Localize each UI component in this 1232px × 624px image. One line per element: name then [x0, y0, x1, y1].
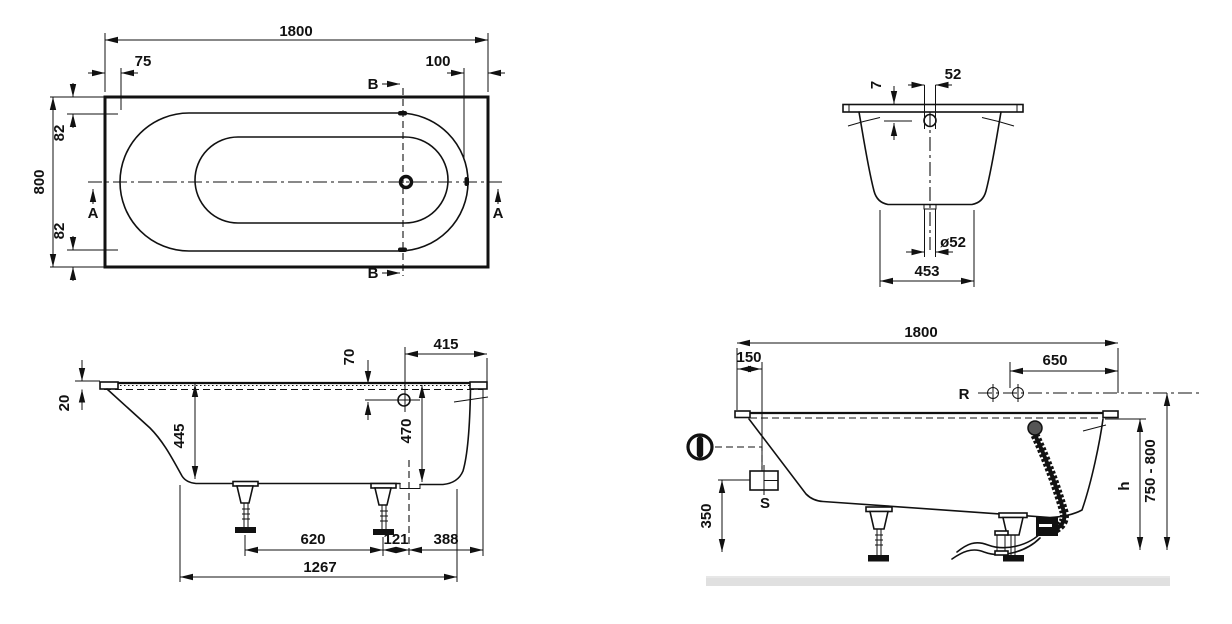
tub-profile	[106, 388, 472, 486]
waste-assembly	[951, 420, 1069, 560]
dim-base-length: 1267	[303, 559, 336, 576]
dim-rim-height: 20	[56, 395, 73, 412]
end-labels: 52 7 ø52 453	[868, 66, 966, 280]
install-cap-left	[734, 410, 751, 419]
rim-cap-left	[99, 381, 119, 390]
plan-labels: 1800 75 100 800 82 82 B B A A	[31, 23, 504, 282]
dim-install-length: 1800	[904, 324, 937, 341]
dim-plan-width: 800	[31, 169, 48, 194]
section-cut-ticks	[398, 111, 469, 252]
side-extension-lines	[75, 347, 488, 582]
floor-shadow	[706, 578, 1170, 586]
rim-cap-right	[469, 381, 488, 390]
side-feet	[232, 480, 397, 535]
section-a-label-left: A	[88, 205, 99, 222]
section-b-label-top: B	[368, 76, 379, 93]
side-section-view: 415 70 20 445 470 620 121 388 1267	[56, 336, 489, 582]
install-dimensions	[718, 339, 1171, 552]
dim-drain-dia: ø52	[940, 234, 966, 251]
rim-end-caps	[848, 104, 1018, 112]
dim-supply-height: 350	[698, 503, 715, 528]
plan-extension-lines	[50, 33, 489, 268]
wall-tick	[453, 396, 489, 403]
dim-rim-lip: 7	[868, 81, 885, 89]
plan-view: 1800 75 100 800 82 82 B B A A	[31, 23, 505, 282]
dim-plan-inset-left: 75	[135, 53, 152, 70]
dim-plan-length: 1800	[279, 23, 312, 40]
corrugated-hose	[1030, 433, 1069, 536]
tap-rail-label: R	[959, 386, 970, 403]
dim-bottom-width: 453	[914, 263, 939, 280]
section-b-label-bottom: B	[368, 265, 379, 282]
install-cap-right	[1102, 410, 1119, 419]
dim-overflow-drop: 70	[341, 349, 358, 366]
dim-overflow-height: 470	[398, 418, 415, 443]
dim-drain-to-end: 388	[433, 531, 458, 548]
dim-deck-right: 415	[433, 336, 458, 353]
waste-pipe-upper	[956, 530, 1044, 553]
dim-plan-inset-right: 100	[425, 53, 450, 70]
height-symbol-label: h	[1116, 481, 1133, 490]
plan-dimensions	[49, 36, 505, 281]
section-a-label-right: A	[493, 205, 504, 222]
dim-foot-to-drain: 121	[383, 531, 408, 548]
dim-plan-edge-bottom: 82	[51, 223, 68, 240]
end-dimensions	[880, 81, 974, 285]
dim-feet-span: 620	[300, 531, 325, 548]
side-labels: 415 70 20 445 470 620 121 388 1267	[56, 336, 459, 576]
tub-bottom-edge	[194, 136, 449, 224]
overflow-knob-icon	[1027, 420, 1043, 436]
supply-label: S	[760, 495, 770, 512]
supply-valve	[686, 433, 779, 495]
dim-tap-span: 650	[1042, 352, 1067, 369]
tub-section-outline	[858, 111, 1002, 206]
dim-install-height-range: 750 - 800	[1142, 439, 1159, 502]
end-section-view: 52 7 ø52 453	[842, 66, 1024, 287]
install-labels: 1800 150 650 R S 350 h 750 - 800	[698, 324, 1159, 529]
side-dimensions	[78, 350, 487, 581]
waste-pipe-lower	[951, 537, 1041, 560]
rim-bar	[842, 103, 1024, 113]
drain-recess	[399, 483, 421, 489]
installation-view: 1800 150 650 R S 350 h 750 - 800	[686, 324, 1200, 586]
dim-supply-inset: 150	[736, 349, 761, 366]
rim-transition-arcs	[847, 117, 1015, 127]
install-wall-tick	[1082, 424, 1107, 432]
dim-depth: 445	[171, 423, 188, 448]
end-extension-lines	[879, 85, 975, 287]
dim-overflow-dia: 52	[945, 66, 962, 83]
drain-bump	[923, 204, 937, 210]
dim-plan-edge-top: 82	[51, 125, 68, 142]
